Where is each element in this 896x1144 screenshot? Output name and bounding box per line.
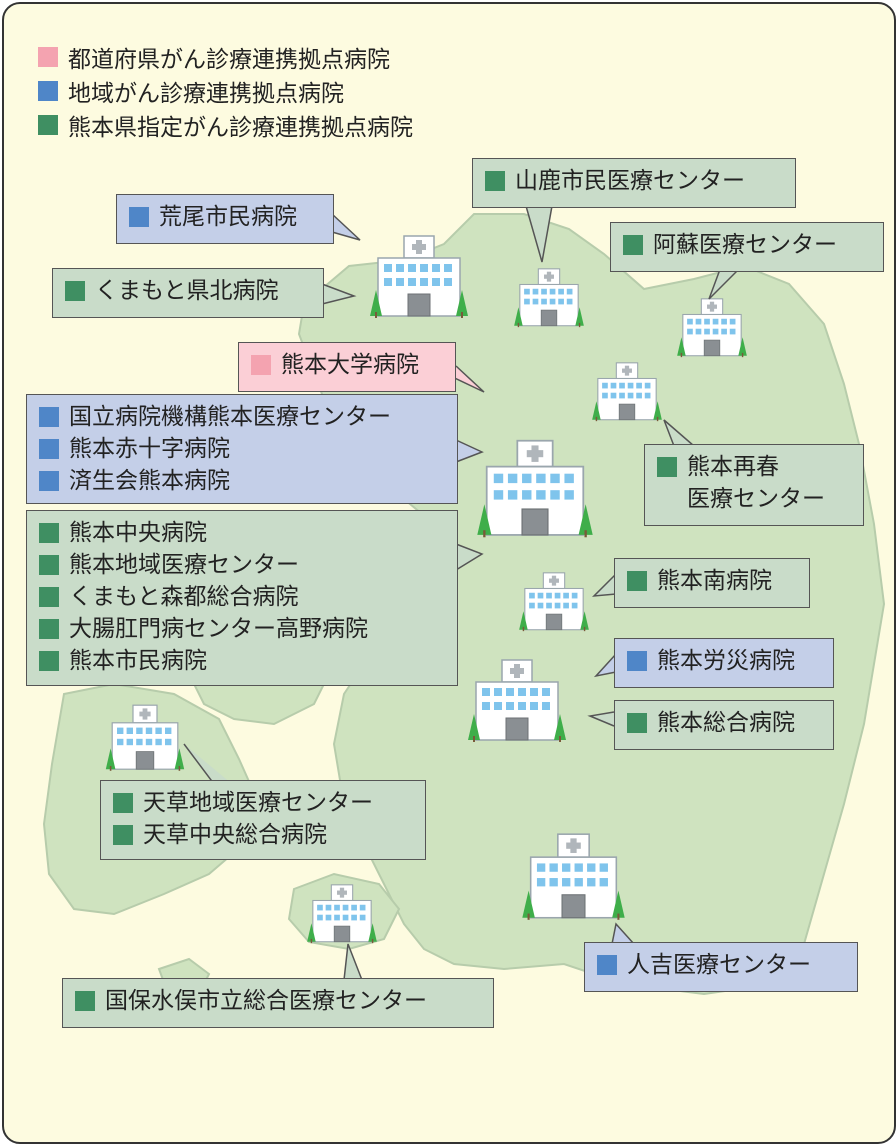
hospital-building-icon: [105, 704, 185, 772]
hospital-building-icon: [591, 362, 663, 422]
legend-item-designated: 熊本県指定がん診療連携拠点病院: [38, 108, 413, 142]
square-marker-green: [39, 587, 59, 607]
square-marker-green: [65, 281, 85, 301]
square-marker-blue: [129, 207, 149, 227]
square-marker-blue: [39, 407, 59, 427]
list-item: 山鹿市民医療センター: [485, 165, 783, 197]
hospital-name: 熊本再春: [687, 454, 779, 480]
list-item: 天草地域医療センター: [113, 787, 413, 819]
list-item: くまもと県北病院: [65, 275, 311, 307]
hospital-name: 熊本労災病院: [657, 648, 795, 674]
hospital-name: 人吉医療センター: [627, 952, 811, 978]
square-marker-green: [38, 115, 58, 135]
square-marker-blue: [39, 439, 59, 459]
square-marker-green: [627, 713, 647, 733]
legend: 都道府県がん診療連携拠点病院 地域がん診療連携拠点病院 熊本県指定がん診療連携拠…: [38, 40, 413, 142]
hospital-name: 大腸肛門病センター高野病院: [69, 616, 368, 642]
hospital-building-icon: [306, 884, 378, 944]
hospital-building-icon: [467, 659, 567, 743]
list-item: 熊本再春: [657, 451, 851, 483]
list-item: 熊本赤十字病院: [39, 433, 445, 465]
square-marker-blue: [597, 955, 617, 975]
hospital-name: 熊本市民病院: [69, 648, 207, 674]
callout-minamata[interactable]: 国保水俣市立総合医療センター: [62, 978, 494, 1028]
square-marker-blue: [39, 471, 59, 491]
square-marker-green: [657, 457, 677, 477]
square-marker-green: [39, 523, 59, 543]
square-marker-green: [75, 991, 95, 1011]
square-marker-green: [113, 793, 133, 813]
legend-item-prefectural: 都道府県がん診療連携拠点病院: [38, 40, 413, 74]
callout-arao[interactable]: 荒尾市民病院: [116, 194, 334, 244]
square-marker-pink: [251, 355, 271, 375]
hospital-name-cont: 医療センター: [687, 486, 825, 512]
square-marker-pink: [38, 47, 58, 67]
hospital-name: 荒尾市民病院: [159, 204, 297, 230]
list-item: 熊本中央病院: [39, 517, 445, 549]
square-marker-green: [113, 825, 133, 845]
hospital-name: 熊本地域医療センター: [69, 552, 299, 578]
list-item: 荒尾市民病院: [129, 201, 321, 233]
list-item: 阿蘇医療センター: [623, 229, 871, 261]
square-marker-green: [39, 651, 59, 671]
list-item: 熊本大学病院: [251, 349, 443, 381]
square-marker-green: [627, 571, 647, 591]
callout-aso[interactable]: 阿蘇医療センター: [610, 222, 884, 272]
legend-label: 熊本県指定がん診療連携拠点病院: [68, 115, 413, 141]
hospital-name: 阿蘇医療センター: [653, 232, 837, 258]
callout-regional-center[interactable]: 国立病院機構熊本医療センター 熊本赤十字病院 済生会熊本病院: [26, 394, 458, 504]
square-marker-green: [39, 619, 59, 639]
hospital-name: 熊本総合病院: [657, 710, 795, 736]
list-item: 人吉医療センター: [597, 949, 845, 981]
square-marker-green: [39, 555, 59, 575]
hospital-name: 熊本中央病院: [69, 520, 207, 546]
list-item: 済生会熊本病院: [39, 465, 445, 497]
hospital-name: くまもと県北病院: [95, 278, 279, 304]
list-item: 国保水俣市立総合医療センター: [75, 985, 481, 1017]
callout-amakusa[interactable]: 天草地域医療センター 天草中央総合病院: [100, 780, 426, 860]
square-marker-green: [485, 171, 505, 191]
callout-designated-center[interactable]: 熊本中央病院 熊本地域医療センター くまもと森都総合病院 大腸肛門病センター高野…: [26, 510, 458, 686]
list-item: くまもと森都総合病院: [39, 581, 445, 613]
callout-hitoyoshi[interactable]: 人吉医療センター: [584, 942, 858, 992]
callout-kumamoto-univ[interactable]: 熊本大学病院: [238, 342, 456, 392]
legend-label: 都道府県がん診療連携拠点病院: [68, 47, 390, 73]
hospital-name: 済生会熊本病院: [69, 468, 230, 494]
callout-minami[interactable]: 熊本南病院: [614, 558, 810, 608]
callout-kumamoto-hokubu[interactable]: くまもと県北病院: [52, 268, 324, 318]
list-item: 天草中央総合病院: [113, 819, 413, 851]
list-item: 大腸肛門病センター高野病院: [39, 613, 445, 645]
hospital-building-icon: [369, 235, 469, 319]
hospital-name: 熊本大学病院: [281, 352, 419, 378]
callout-sogo[interactable]: 熊本総合病院: [614, 700, 834, 750]
legend-label: 地域がん診療連携拠点病院: [68, 81, 344, 107]
callout-saishun[interactable]: 熊本再春 医療センター: [644, 444, 864, 526]
callout-rosai[interactable]: 熊本労災病院: [614, 638, 834, 688]
hospital-building-icon: [676, 298, 748, 358]
list-item: 熊本南病院: [627, 565, 797, 597]
hospital-building-icon: [513, 268, 585, 328]
hospital-name: 熊本南病院: [657, 568, 772, 594]
square-marker-green: [623, 235, 643, 255]
hospital-building-icon: [518, 572, 590, 632]
hospital-building-icon: [476, 439, 594, 539]
hospital-name: 熊本赤十字病院: [69, 436, 230, 462]
callout-yamaga[interactable]: 山鹿市民医療センター: [472, 158, 796, 208]
list-item: 熊本地域医療センター: [39, 549, 445, 581]
hospital-name: 山鹿市民医療センター: [515, 168, 745, 194]
hospital-name: 天草中央総合病院: [143, 822, 327, 848]
square-marker-blue: [38, 81, 58, 101]
list-item: 国立病院機構熊本医療センター: [39, 401, 445, 433]
square-marker-blue: [627, 651, 647, 671]
legend-item-regional: 地域がん診療連携拠点病院: [38, 74, 413, 108]
list-item: 熊本総合病院: [627, 707, 821, 739]
hospital-name: 国保水俣市立総合医療センター: [105, 988, 427, 1014]
hospital-name: 天草地域医療センター: [143, 790, 373, 816]
hospital-building-icon: [521, 833, 626, 921]
hospital-name: 国立病院機構熊本医療センター: [69, 404, 391, 430]
list-item: 熊本市民病院: [39, 645, 445, 677]
list-item: 熊本労災病院: [627, 645, 821, 677]
hospital-name: くまもと森都総合病院: [69, 584, 299, 610]
